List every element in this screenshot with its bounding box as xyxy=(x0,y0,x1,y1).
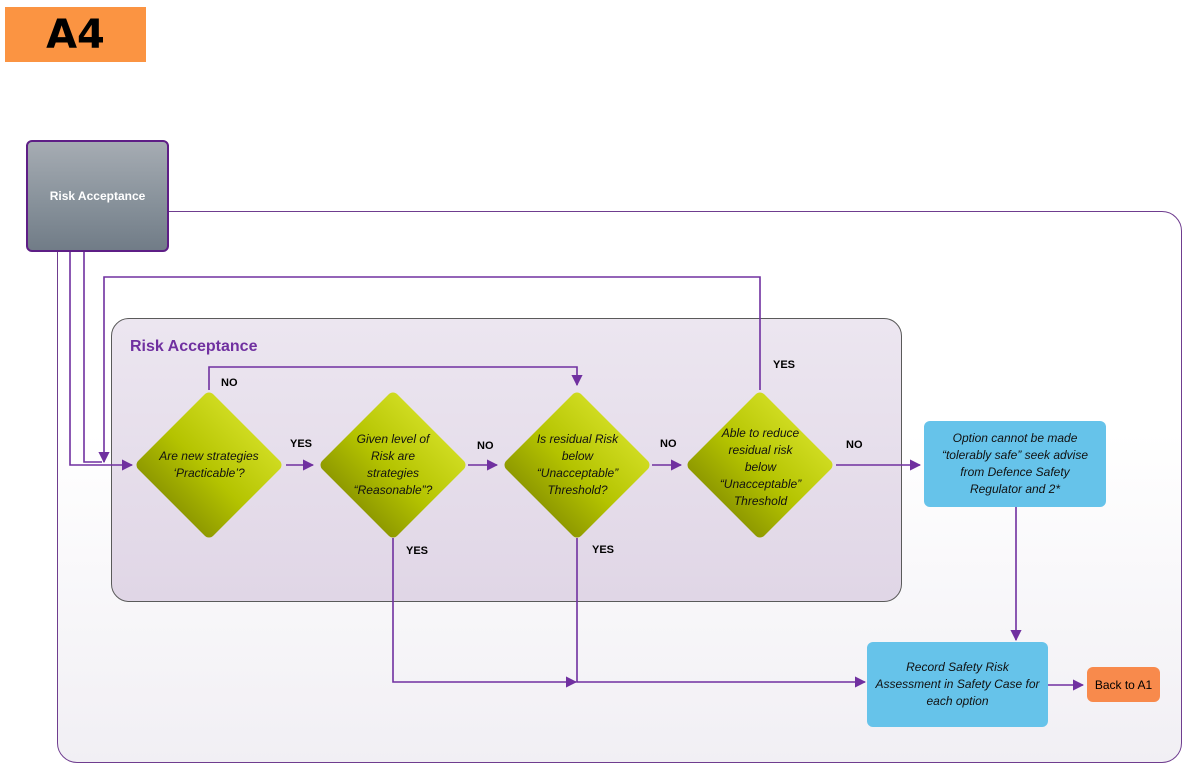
risk-acceptance-panel-title: Risk Acceptance xyxy=(130,338,258,355)
decision-1-diamond xyxy=(136,392,282,538)
decision-4-diamond xyxy=(687,392,833,538)
label-yes-d3-down: YES xyxy=(592,544,615,556)
decision-4-text: Able to reduce residual risk below “Unac… xyxy=(719,425,802,508)
back-to-a1-button[interactable]: Back to A1 xyxy=(1087,667,1160,702)
label-no-d4: NO xyxy=(846,439,863,451)
connector-no-skip xyxy=(208,366,583,390)
page-tag: A4 xyxy=(5,7,146,62)
risk-acceptance-header-box: Risk Acceptance xyxy=(26,140,169,252)
label-yes-top: YES xyxy=(773,359,796,371)
label-no-d3: NO xyxy=(660,438,677,450)
connector-yes-loop-back xyxy=(98,276,761,464)
decision-2-text: Given level of Risk are strategies “Reas… xyxy=(353,432,433,497)
label-no-top: NO xyxy=(221,377,238,389)
decision-3-text: Is residual Risk below “Unacceptable” Th… xyxy=(536,432,619,497)
decision-1-text: Are new strategies ‘Practicable’? xyxy=(159,449,259,480)
tolerably-safe-advice-box: Option cannot be made “tolerably safe” s… xyxy=(924,421,1106,507)
connector-header-to-decision-1 xyxy=(69,252,134,471)
label-no-d2: NO xyxy=(477,440,494,452)
decision-diamonds xyxy=(136,392,833,538)
connector-d3-yes-down xyxy=(576,538,867,688)
record-safety-assessment-box: Record Safety Risk Assessment in Safety … xyxy=(867,642,1048,727)
label-yes-d1: YES xyxy=(290,438,313,450)
decision-2-diamond xyxy=(320,392,466,538)
label-yes-d2-down: YES xyxy=(406,545,429,557)
connector-header-loop-entry xyxy=(83,252,102,463)
decision-3-diamond xyxy=(504,392,650,538)
connector-d2-yes-down xyxy=(392,538,578,688)
